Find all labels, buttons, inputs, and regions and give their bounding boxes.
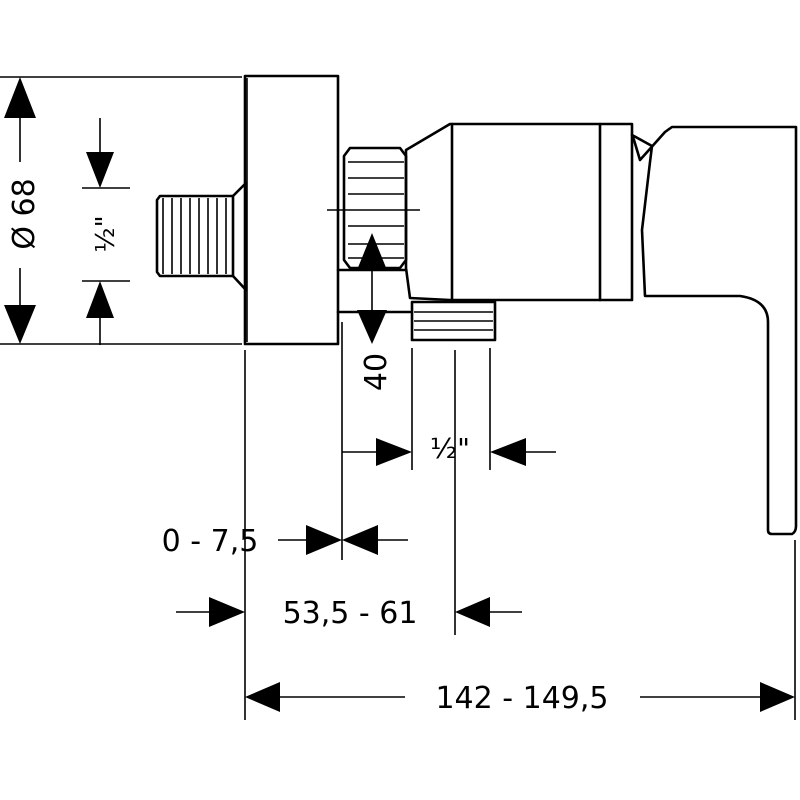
inlet-thread-stub: [155, 181, 248, 292]
dimension-inlet-thread: ½": [86, 118, 121, 345]
range-0-7-5-label: 0 - 7,5: [162, 524, 259, 559]
dimension-0-7-5: 0 - 7,5: [162, 524, 408, 559]
dimension-142-149-5: 142 - 149,5: [245, 681, 795, 716]
range-53-5-61-label: 53,5 - 61: [283, 596, 418, 631]
mixer-body: [404, 122, 634, 302]
outlet-nut: [410, 300, 497, 342]
wall-rosette: [243, 74, 340, 346]
depth-40-label: 40: [359, 353, 394, 391]
dimension-diameter: Ø 68: [4, 77, 42, 344]
dimension-40: 40: [357, 233, 394, 391]
diameter-label: Ø 68: [7, 178, 42, 249]
dimension-outlet-thread: ½": [342, 432, 556, 466]
inlet-thread-label: ½": [91, 215, 121, 252]
extension-lines: [0, 76, 796, 720]
lever-handle: [630, 125, 798, 536]
range-142-149-5-label: 142 - 149,5: [435, 681, 608, 716]
outlet-thread-label: ½": [430, 432, 470, 465]
dimension-53-5-61: 53,5 - 61: [176, 596, 522, 631]
fitting-outline: [155, 74, 798, 536]
